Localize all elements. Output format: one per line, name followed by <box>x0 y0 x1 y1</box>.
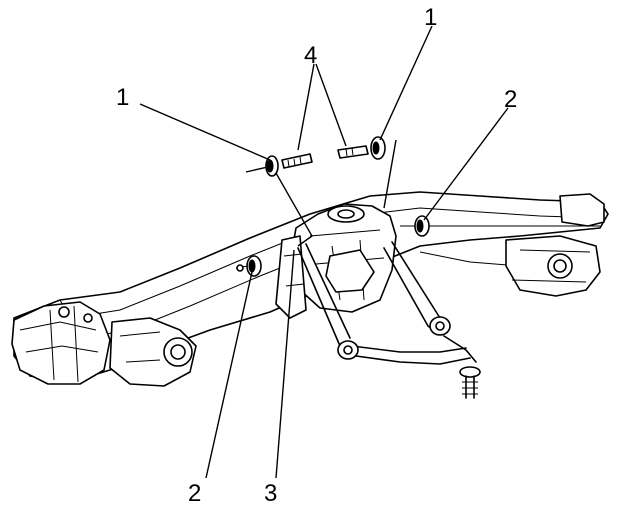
leader-1-left <box>139 103 271 161</box>
leader-lines <box>139 25 509 479</box>
callout-2-right: 2 <box>504 86 518 113</box>
leader-4b <box>315 63 347 147</box>
callout-1-top: 1 <box>424 4 438 31</box>
leader-2-right <box>423 107 509 221</box>
leader-3 <box>275 249 295 479</box>
callout-3: 3 <box>264 480 278 507</box>
leader-4a <box>297 63 315 151</box>
bolt-left <box>281 153 313 169</box>
leader-1-top <box>379 25 433 141</box>
rear-frame-stub <box>505 193 605 297</box>
control-arm <box>297 241 481 399</box>
callout-1-left: 1 <box>116 84 130 111</box>
upper-mount-bracket <box>275 203 397 319</box>
lower-cams <box>235 215 430 277</box>
front-bracket <box>11 301 197 387</box>
leader-2-bottom <box>205 271 253 479</box>
exploded-bolts <box>245 136 397 247</box>
callout-4: 4 <box>304 42 318 69</box>
callout-2-bottom: 2 <box>188 480 202 507</box>
